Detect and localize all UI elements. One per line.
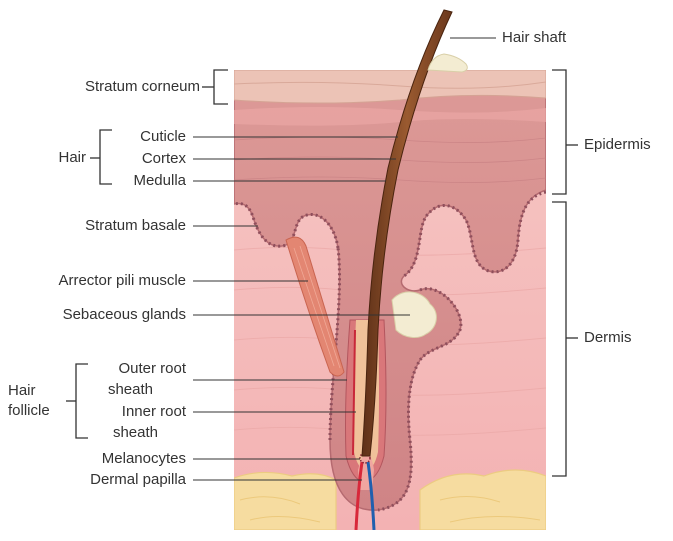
label-hair-follicle-2: follicle bbox=[8, 402, 50, 419]
label-outer-root-sheath-1: Outer root bbox=[118, 360, 186, 377]
dermis-bracket bbox=[552, 201, 578, 477]
hair-bracket bbox=[90, 129, 112, 185]
label-epidermis: Epidermis bbox=[584, 136, 651, 153]
label-stratum-corneum: Stratum corneum bbox=[84, 78, 200, 95]
label-inner-root-sheath-2: sheath bbox=[112, 424, 158, 441]
sebaceous-gland bbox=[391, 291, 437, 338]
label-sebaceous-glands: Sebaceous glands bbox=[62, 306, 186, 323]
hair-follicle-bracket bbox=[66, 363, 88, 439]
arrector-pili-muscle bbox=[285, 236, 345, 377]
leader-lines bbox=[193, 37, 496, 481]
stratum-corneum-bracket bbox=[202, 69, 228, 105]
hair-shaft bbox=[361, 9, 453, 457]
label-hair-shaft: Hair shaft bbox=[502, 29, 567, 46]
label-melanocytes: Melanocytes bbox=[101, 450, 186, 467]
label-cuticle: Cuticle bbox=[140, 128, 186, 145]
artery bbox=[354, 461, 364, 530]
label-inner-root-sheath-1: Inner root bbox=[121, 403, 186, 420]
melanocytes bbox=[359, 452, 371, 464]
vein bbox=[366, 461, 376, 530]
label-stratum-basale: Stratum basale bbox=[85, 217, 186, 234]
label-dermal-papilla: Dermal papilla bbox=[90, 471, 186, 488]
label-dermis: Dermis bbox=[584, 329, 632, 346]
label-outer-root-sheath-2: sheath bbox=[107, 381, 153, 398]
label-hair: Hair bbox=[58, 149, 86, 166]
label-cortex: Cortex bbox=[141, 150, 186, 167]
epidermis-layer bbox=[234, 70, 546, 511]
stratum-corneum-layer bbox=[234, 70, 546, 104]
label-medulla: Medulla bbox=[133, 172, 186, 189]
label-hair-follicle-1: Hair bbox=[8, 382, 36, 399]
label-arrector-pili-muscle: Arrector pili muscle bbox=[58, 272, 186, 289]
surface-sebum bbox=[427, 53, 468, 73]
epidermis-bracket bbox=[552, 69, 578, 195]
